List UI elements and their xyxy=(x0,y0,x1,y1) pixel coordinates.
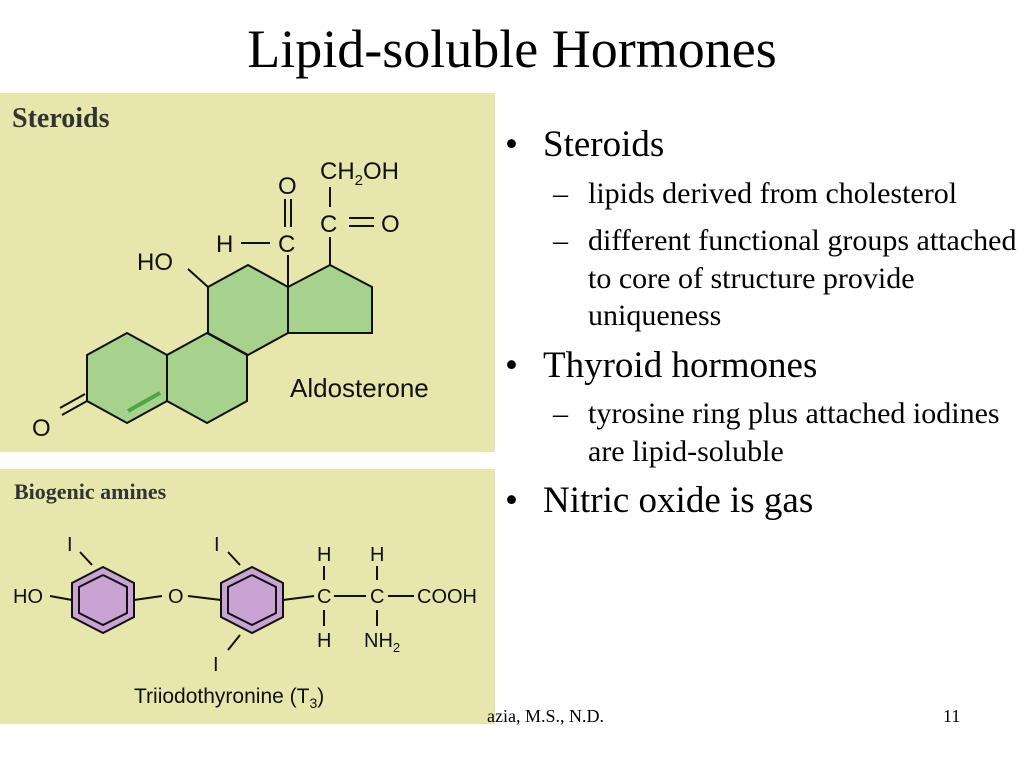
ho-label: HO xyxy=(137,249,173,276)
amine-figure-panel: Biogenic amines HO O I I I xyxy=(0,469,495,724)
oxygen-label: O xyxy=(278,173,297,200)
amines-figure-heading: Biogenic amines xyxy=(14,479,167,504)
iodine-label: I xyxy=(214,534,220,556)
ho-label: HO xyxy=(13,586,43,608)
nh2-label: NH2 xyxy=(364,630,400,655)
sub-bullet-item: –tyrosine ring plus attached iodines are… xyxy=(553,397,1000,468)
hydrogen-label: H xyxy=(370,544,384,566)
oxygen-label: O xyxy=(381,211,400,238)
iodine-label: I xyxy=(67,534,73,556)
carbon-label: C xyxy=(278,231,295,258)
hydrogen-label: H xyxy=(317,544,331,566)
steroid-figure-panel: Steroids HO H C O C O O CH2OH Aldosteron… xyxy=(0,93,495,452)
sub-bullet-item: –lipids derived from cholesterol xyxy=(553,176,958,210)
phenol-ring xyxy=(71,565,135,635)
carbon-label: C xyxy=(317,586,331,608)
page-number: 11 xyxy=(943,706,961,726)
carbon-label: C xyxy=(320,211,337,238)
h-label: H xyxy=(216,231,233,258)
bullet-item: Thyroid hormones xyxy=(505,345,1020,388)
steroids-figure-heading: Steroids xyxy=(12,103,110,134)
carbon-label: C xyxy=(370,586,384,608)
hydrogen-label: H xyxy=(317,630,331,652)
oxygen-label: O xyxy=(32,415,51,442)
iodine-label: I xyxy=(213,654,219,676)
bullet-item: Nitric oxide is gas xyxy=(505,480,1020,523)
ring-a xyxy=(86,331,168,425)
tyrosine-ring xyxy=(220,565,284,635)
ether-oxygen-label: O xyxy=(168,586,184,608)
footer-author: azia, M.S., N.D. xyxy=(487,706,604,726)
aldosterone-name: Aldosterone xyxy=(290,373,429,403)
ch2oh-label: CH2OH xyxy=(320,158,399,189)
sub-bullet-item: –different functional groups attached to… xyxy=(553,224,1017,333)
triiodothyronine-structure: HO O I I I H H H C C COOH NH2 Triiodothy… xyxy=(13,534,477,711)
bullet-item: Steroids xyxy=(505,124,1020,167)
triiodothyronine-name: Triiodothyronine (T3) xyxy=(134,685,324,711)
slide-title: Lipid-soluble Hormones xyxy=(247,19,777,79)
bullet-list: Steroids –lipids derived from cholestero… xyxy=(505,124,1020,531)
cooh-label: COOH xyxy=(417,586,477,608)
ring-d xyxy=(287,263,373,334)
aldosterone-structure: HO H C O C O O CH2OH Aldosterone xyxy=(32,158,429,442)
